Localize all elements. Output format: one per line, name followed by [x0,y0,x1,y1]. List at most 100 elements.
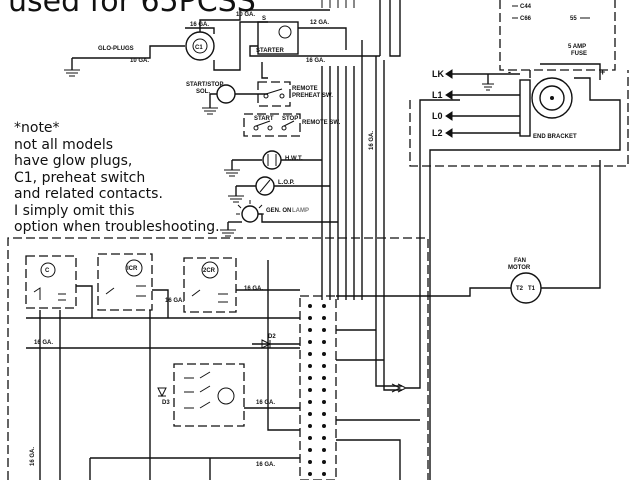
fuse-wire [540,63,601,80]
t2-label: T2 [516,286,524,292]
starter-wire [249,45,380,57]
terminal-icon [322,328,326,332]
switch-contact-icon [267,125,273,131]
fan-motor: FAN MOTOR T2 T1 [336,160,601,304]
switch-contact-icon [253,125,259,131]
ground-icon [482,83,494,91]
terminal-icon [308,448,312,452]
battery-icon [321,0,355,8]
terminal-icon [322,472,326,476]
fuse-terminal-icon [512,5,590,19]
exciter-wire [429,70,621,480]
terminal-icon [322,316,326,320]
terminal-icon [322,364,326,368]
fuse-box-outline [499,0,616,71]
terminal-icon [308,388,312,392]
lead-arrow-icon [445,111,453,121]
sender-contacts-icon [267,154,277,166]
ground-icon [228,195,244,203]
terminal-icon [308,316,312,320]
starter-label: STARTER [256,48,285,54]
switch-contact-icon [281,125,287,131]
remote-preheat-label: REMOTE [292,86,318,92]
lead-arrow-icon [445,90,453,100]
switch-contact-icon [279,93,285,99]
glow-plugs-label: GLO-PLUGS [98,46,134,52]
terminal-icon [322,460,326,464]
ground-icon [64,69,80,77]
switch-blade-icon [255,120,295,127]
note-line: option when troubleshooting. [14,219,220,235]
relay-contacts-icon [105,285,146,297]
gauge-label: 10 GA. [236,12,255,18]
c66-label: C66 [520,16,532,22]
gauge-label: 16 GA. [165,298,184,304]
strip-output-wire [336,329,420,480]
terminal-icon [322,424,326,428]
c1-feed-wire [185,9,330,34]
glow-plug-circuit: GLO-PLUGS 10 GA. C1 16 GA. 10 GA. S 12 G… [64,0,401,115]
harness-wire [375,56,402,387]
bus-wire [89,457,300,480]
sender-contacts-icon [259,179,271,193]
terminal-icon [322,304,326,308]
starter-terminal-icon [278,25,292,39]
terminal-icon [308,304,312,308]
c1-label: C1 [195,45,203,51]
stop-label: STOP [282,116,298,122]
bus-wire [39,260,300,480]
diode-d3-icon [157,387,167,398]
gauge-label: 10 GA. [130,58,149,64]
t1-label: T1 [528,286,536,292]
terminal-icon [322,448,326,452]
terminal-icon [308,400,312,404]
start-stop-sol-label: SOL. [196,89,210,95]
lamp-signal-wire [258,213,338,223]
c1-coil-icon [192,38,208,54]
terminal-icon [308,376,312,380]
harness: 16 GA. [321,40,460,393]
battery-wire [298,27,347,50]
d2-label: D2 [268,334,276,340]
relay-2cr-label: 2CR [203,268,216,274]
glow-plug-wire [72,45,185,59]
generator-exciter-icon [531,77,573,119]
lamp-label: LAMP [292,208,309,214]
terminal-icon [322,340,326,344]
gauge-label: 12 GA. [310,20,329,26]
remote-preheat-switch-box [257,81,291,107]
s-label: S [262,16,266,22]
plus-label: + [600,67,605,77]
generator-feed-wire [406,99,460,389]
terminal-icon [308,460,312,464]
l1-label: L1 [432,90,443,100]
terminal-icon [308,340,312,344]
gauge-label: 16 GA. [306,58,325,64]
generator-rotor-icon [539,85,565,111]
lop-label: L.O.P. [278,180,295,186]
lead-arrow-icon [445,69,453,79]
starter-solenoid [257,21,299,55]
lk-label: LK [432,69,444,79]
relay-c-box [25,255,77,309]
gauge-label: 16 GA. [30,447,36,466]
d3-label: D3 [162,400,170,406]
terminal-icon [308,424,312,428]
start-stop-solenoid-icon [216,84,236,104]
minus-label: - [508,67,511,77]
ground-icon [224,169,240,177]
terminal-icon [322,400,326,404]
gauge-label: 16 GA. [244,286,263,292]
note-line: not all models [14,136,114,153]
note-line: *note* [14,120,60,136]
c1-return-wire [213,21,268,71]
terminal-strip [299,295,337,480]
hwt-label: H.W.T. [285,156,303,162]
terminal-icon [322,376,326,380]
gauge-label: 16 GA. [369,131,375,150]
solenoid-wire [209,93,268,108]
troubleshooting-note: *note* not all models have glow plugs, C… [14,120,220,236]
fuse-label: FUSE [571,51,587,57]
